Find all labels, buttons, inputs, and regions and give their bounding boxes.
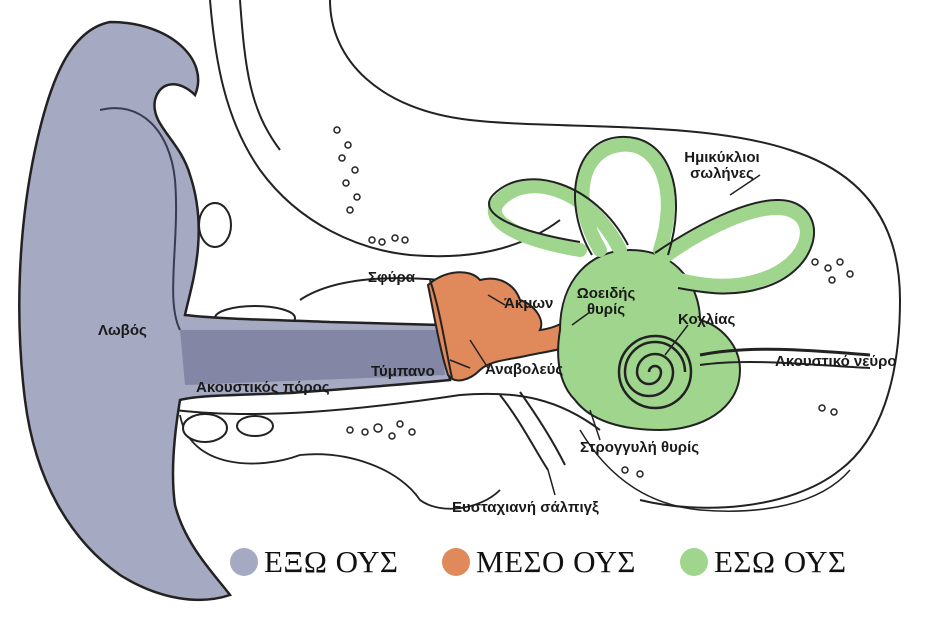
label-eustachiani: Ευσταχιανή σάλπιγξ — [452, 500, 599, 516]
label-akmon: Άκμων — [504, 296, 553, 312]
label-oeidis-thyris: Ωοειδής θυρίς — [570, 286, 642, 318]
legend-middle-ear: ΜΕΣΟ ΟΥΣ — [442, 546, 636, 578]
label-imikykloi-solines: Ημικύκλιοι σωλήνες — [672, 150, 772, 182]
eustachian-tube — [500, 395, 548, 470]
legend-outer-ear: ΕΞΩ ΟΥΣ — [230, 546, 398, 578]
eustachian-tube-2 — [520, 392, 565, 465]
skull-outline-2 — [240, 0, 280, 150]
bone-cavity — [183, 414, 227, 442]
legend-label-middle: ΜΕΣΟ ΟΥΣ — [476, 544, 636, 580]
label-tympano: Τύμπανο — [371, 364, 435, 380]
label-lobos: Λωβός — [98, 323, 147, 339]
label-sfyra: Σφύρα — [368, 270, 415, 286]
lower-bone — [180, 415, 500, 509]
bone-cavity — [199, 203, 231, 247]
label-imikykloi-line2: σωλήνες — [672, 166, 772, 182]
label-anavoleus: Αναβολεύς — [485, 362, 563, 378]
label-imikykloi-line1: Ημικύκλιοι — [672, 150, 772, 166]
bone-cavity — [237, 416, 273, 436]
skull-outline — [210, 0, 560, 256]
legend-inner-ear: ΕΣΩ ΟΥΣ — [680, 546, 847, 578]
legend-label-inner: ΕΣΩ ΟΥΣ — [714, 544, 847, 580]
legend-label-outer: ΕΞΩ ΟΥΣ — [264, 544, 398, 580]
label-akoustiko-neuro: Ακουστικό νεύρο — [775, 354, 897, 370]
legend-swatch-outer — [230, 548, 258, 576]
label-akoustikos-poros: Ακουστικός πόρος — [196, 380, 330, 396]
label-oeidis-line1: Ωοειδής — [570, 286, 642, 302]
label-kochlias: Κοχλίας — [678, 312, 735, 328]
cochlea-spiral — [619, 336, 691, 408]
legend-swatch-inner — [680, 548, 708, 576]
legend-swatch-middle — [442, 548, 470, 576]
label-stroggyli-thyris: Στρογγυλή θυρίς — [580, 440, 699, 456]
label-oeidis-line2: θυρίς — [570, 302, 642, 318]
